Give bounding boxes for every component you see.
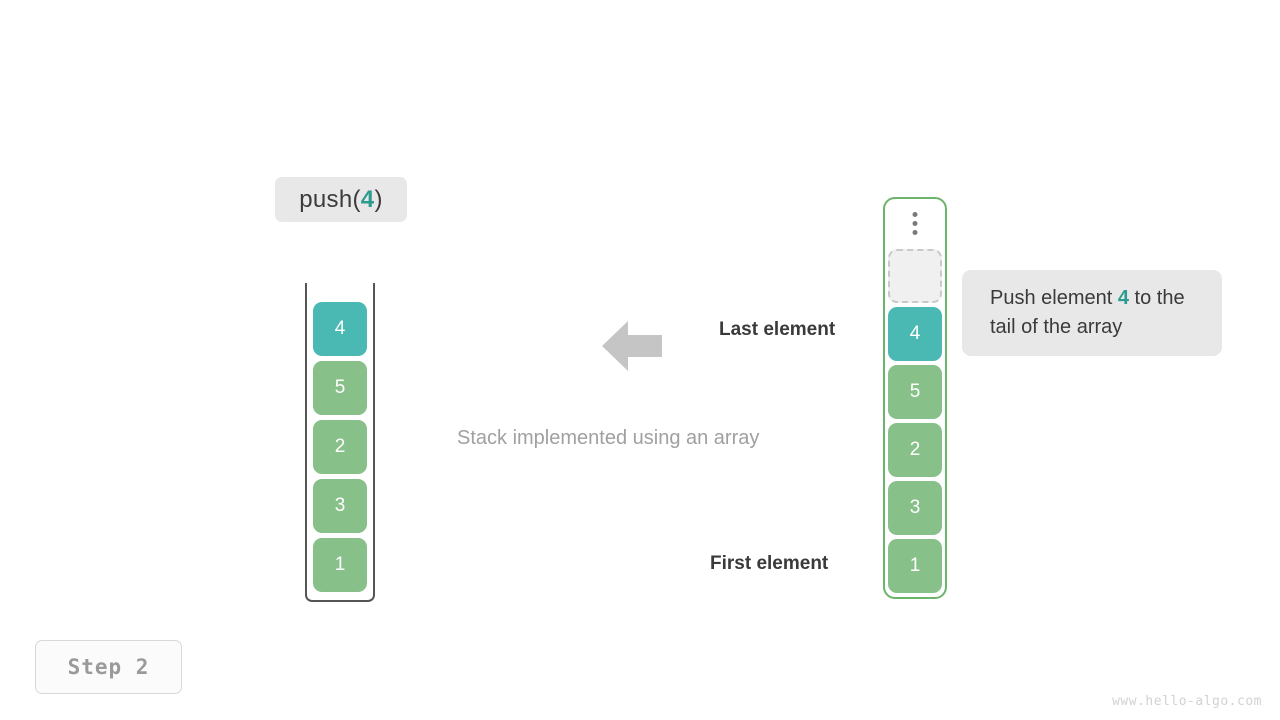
array-cell-list: 4 5 2 3 1 (888, 249, 942, 593)
operation-label-value: 4 (360, 185, 375, 213)
note-text-part2: to the tail of the array (990, 287, 1185, 338)
stack-cell[interactable]: 3 (313, 479, 367, 533)
operation-label-suffix: ) (374, 185, 383, 213)
stack-container-wall (305, 283, 375, 602)
operation-label-prefix: push( (299, 185, 361, 213)
label-first-element: First element (710, 553, 829, 574)
array-cell[interactable]: 1 (888, 539, 942, 593)
note-text-part1: Push element (990, 287, 1118, 309)
array-cell[interactable]: 2 (888, 423, 942, 477)
stack-cell-list: 4 5 2 3 1 (313, 302, 367, 592)
operation-label: push(4) (275, 177, 407, 222)
note-value: 4 (1117, 287, 1129, 309)
ellipsis-dot (912, 221, 918, 226)
array-cell[interactable]: 3 (888, 481, 942, 535)
note-tooltip: Push element 4 to the tail of the array (962, 270, 1222, 356)
array-cell-empty[interactable] (888, 249, 942, 303)
step-badge: Step 2 (35, 640, 182, 694)
stack-cell[interactable]: 1 (313, 538, 367, 592)
ellipsis-dot (912, 212, 918, 217)
diagram-caption: Stack implemented using an array (457, 427, 760, 449)
stack-cell[interactable]: 4 (313, 302, 367, 356)
stack-cell[interactable]: 5 (313, 361, 367, 415)
ellipsis-dot (912, 230, 918, 235)
watermark: www.hello-algo.com (1112, 694, 1262, 709)
vertical-ellipsis-icon (912, 212, 918, 235)
array-cell[interactable]: 5 (888, 365, 942, 419)
array-cell[interactable]: 4 (888, 307, 942, 361)
stack-cell[interactable]: 2 (313, 420, 367, 474)
array-container: 4 5 2 3 1 (883, 197, 947, 599)
arrow-left-icon (602, 318, 662, 374)
stack-container: 4 5 2 3 1 (305, 283, 375, 602)
label-last-element: Last element (719, 319, 836, 340)
